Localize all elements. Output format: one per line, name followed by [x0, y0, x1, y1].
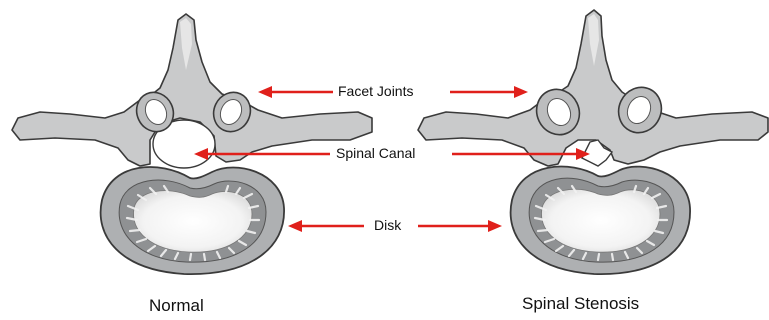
spinal-canal-label: Spinal Canal	[334, 145, 417, 161]
facet-joints-label: Facet Joints	[336, 83, 415, 99]
disk-label: Disk	[372, 217, 403, 233]
spinal-stenosis-caption: Spinal Stenosis	[522, 294, 639, 314]
normal-vertebra	[12, 14, 372, 274]
normal-caption: Normal	[149, 296, 204, 316]
stenosis-vertebra	[418, 10, 768, 274]
